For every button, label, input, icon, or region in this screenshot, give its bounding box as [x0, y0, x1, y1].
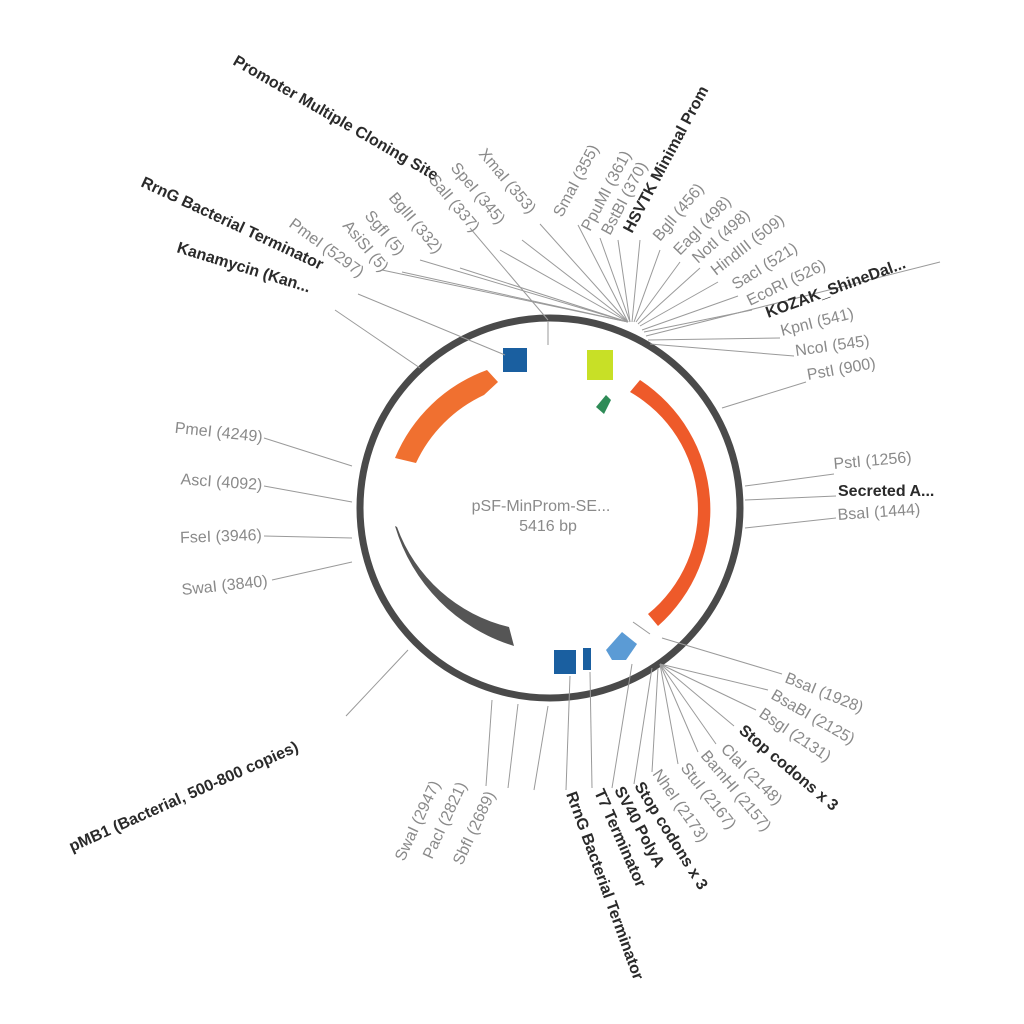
site-label-ncoi[interactable]: NcoI (545)	[794, 333, 870, 360]
leader-line-bgli	[633, 249, 661, 323]
site-label-bsai-1444[interactable]: BsaI (1444)	[837, 501, 921, 524]
stop-tick	[632, 621, 651, 635]
leader-line-bglii	[459, 267, 629, 323]
leader-line-psti-900	[721, 381, 807, 409]
leader-line-saci	[641, 295, 739, 331]
leader-line-kpni	[647, 337, 781, 341]
leader-line-bsrbi	[659, 663, 769, 691]
kozak-arrow[interactable]	[596, 395, 611, 414]
leader-line-asci	[263, 485, 353, 503]
leader-line-spei	[521, 239, 629, 323]
leader-line-psti-1256	[744, 473, 835, 487]
site-label-psti-1256[interactable]: PstI (1256)	[833, 449, 912, 473]
leader-line-bamhi	[659, 663, 699, 753]
site-label-pmei-4249[interactable]: PmeI (4249)	[174, 420, 263, 446]
leader-line-ncoi	[649, 343, 795, 357]
secreted-gene-arrow[interactable]	[630, 380, 711, 626]
polya-arrow[interactable]	[606, 632, 637, 660]
leader-line-clai	[659, 663, 717, 745]
leader-line-paci	[507, 703, 519, 789]
feature-label-pmb1[interactable]: pMB1 (Bacterial, 500-800 copies)	[67, 739, 301, 856]
feature-label-secreted[interactable]: Secreted A...	[838, 483, 934, 500]
leader-line-t7	[589, 671, 593, 789]
leader-line-secreted	[744, 495, 837, 501]
leader-line-sv40	[611, 663, 633, 789]
leader-line-fsei	[263, 535, 353, 539]
leader-line-kozak	[645, 261, 941, 337]
leader-line-swai-2947	[485, 699, 493, 787]
leader-line-rrng-bottom	[565, 675, 571, 791]
leader-line-rrng-top	[357, 293, 506, 356]
site-label-psti-900[interactable]: PstI (900)	[806, 355, 877, 384]
leader-line-kan	[334, 309, 421, 369]
terminator-box-top[interactable]	[503, 348, 527, 372]
plasmid-backbone	[356, 314, 744, 702]
leader-line-pmei-4249	[263, 437, 353, 467]
leader-line-bsgi	[659, 663, 757, 711]
leader-line-sgfi	[419, 259, 629, 323]
origin-arc[interactable]	[395, 526, 514, 646]
leader-line-stop1	[659, 663, 735, 727]
leader-line-bstbi	[617, 239, 631, 323]
leader-line-hsvtk	[631, 239, 641, 323]
t7-terminator-box[interactable]	[583, 648, 591, 670]
terminator-box-bottom[interactable]	[554, 650, 576, 674]
feature-label-promoter-mcs[interactable]: Promoter Multiple Cloning Site	[230, 53, 441, 185]
leader-line-promoter-mcs	[469, 227, 549, 321]
promoter-box[interactable]	[587, 350, 613, 380]
leader-line-hindiii	[639, 281, 719, 327]
leader-line-noti	[637, 267, 701, 325]
leader-line-pmb1	[345, 649, 409, 717]
leader-line-sali	[499, 249, 629, 323]
leader-line-bsai-1444	[744, 517, 837, 529]
plasmid-name: pSF-MinProm-SE...	[472, 498, 611, 515]
leader-lines	[263, 223, 941, 791]
leader-line-stop2	[633, 667, 653, 785]
leader-line-smai	[577, 224, 629, 323]
leader-line-nhei	[651, 667, 659, 773]
site-label-fsei[interactable]: FseI (3946)	[180, 527, 262, 547]
site-label-swai-3840[interactable]: SwaI (3840)	[181, 573, 269, 599]
plasmid-size: 5416 bp	[519, 518, 577, 535]
kanamycin-resistance-arrow[interactable]	[395, 370, 498, 463]
leader-line-bsai-1928	[661, 637, 783, 675]
leader-line-pmei-top	[381, 269, 629, 323]
leader-line-stui	[659, 663, 679, 765]
leader-line-eagi	[635, 261, 681, 323]
leader-line-sbfi	[533, 705, 549, 791]
leader-line-xmai	[539, 223, 629, 323]
leader-line-ppumi	[599, 237, 631, 323]
leader-line-swai-3840	[271, 561, 353, 581]
site-label-asci[interactable]: AscI (4092)	[180, 471, 263, 494]
